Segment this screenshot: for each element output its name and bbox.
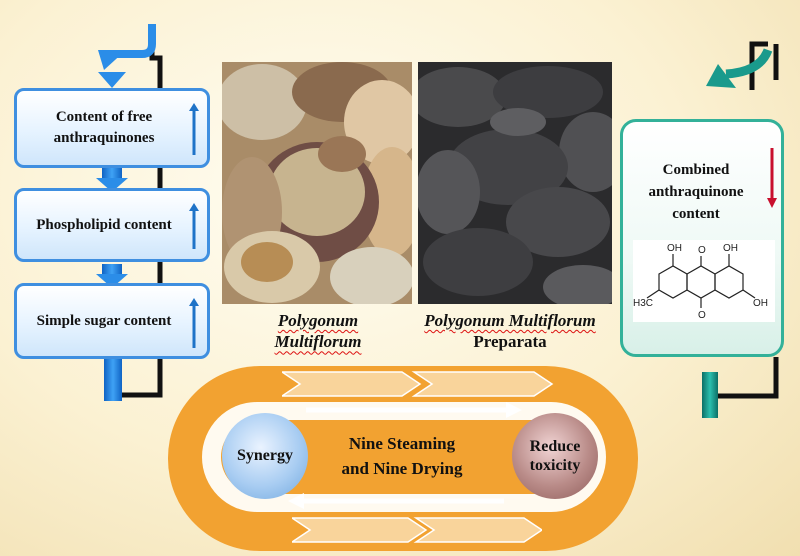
cycle-bottom-chevrons <box>292 517 542 543</box>
chem-oh-1: OH <box>667 243 682 254</box>
anthraquinone-structure: OH O OH H3C O OH <box>633 240 775 322</box>
decrease-arrow-icon <box>767 148 777 208</box>
top-blue-arrow <box>114 24 156 58</box>
right-flow-connector <box>702 41 779 418</box>
synergy-circle: Synergy <box>222 413 308 499</box>
chem-oh-2: OH <box>723 243 738 254</box>
simple-sugar-label: Simple sugar content <box>36 312 172 329</box>
phospholipid-label: Phospholipid content <box>36 216 172 233</box>
raw-polygonum-photo <box>222 62 412 304</box>
center-line1: Nine Steaming <box>348 434 456 453</box>
phospholipid-box: Phospholipid content <box>14 188 210 262</box>
processed-photo-caption: Polygonum Multiflorum Preparata <box>400 310 620 353</box>
raw-caption-line2: Multiflorum <box>274 332 362 352</box>
free-anthraquinone-box: Content of free anthraquinones <box>14 88 210 168</box>
synergy-label: Synergy <box>237 447 293 465</box>
chem-o-top: O <box>698 245 706 256</box>
increase-arrow-icon <box>189 103 199 155</box>
cycle-top-chevrons <box>282 371 554 397</box>
chem-o-bottom: O <box>698 310 706 321</box>
raw-photo-caption: Polygonum Multiflorum <box>248 310 388 353</box>
chem-oh-3: OH <box>753 298 768 309</box>
chem-h3c: H3C <box>633 298 653 309</box>
processed-polygonum-photo <box>418 62 612 304</box>
free-anthraquinone-label: Content of free anthraquinones <box>53 109 155 146</box>
increase-arrow-icon <box>189 298 199 348</box>
processed-caption-italic: Polygonum Multiflorum <box>424 311 596 330</box>
bottom-teal-bar <box>702 372 718 418</box>
simple-sugar-box: Simple sugar content <box>14 283 210 359</box>
processed-caption-plain: Preparata <box>473 332 547 352</box>
left-flow-connector <box>96 24 163 401</box>
right-bracket-line <box>718 41 779 399</box>
bottom-blue-bar <box>104 357 122 401</box>
combined-anthraquinone-box: Combined anthraquinone content OH O OH H… <box>620 119 784 357</box>
raw-caption-line1: Polygonum <box>277 311 359 330</box>
center-line2: and Nine Drying <box>341 458 463 478</box>
reduce-toxicity-label: Reduce toxicity <box>529 437 581 474</box>
reduce-toxicity-circle: Reduce toxicity <box>512 413 598 499</box>
combined-anthraquinone-label: Combined anthraquinone content <box>648 162 744 222</box>
top-teal-arrow <box>725 48 773 79</box>
nine-steaming-label: Nine Steaming and Nine Drying <box>312 432 492 481</box>
increase-arrow-icon <box>189 203 199 249</box>
